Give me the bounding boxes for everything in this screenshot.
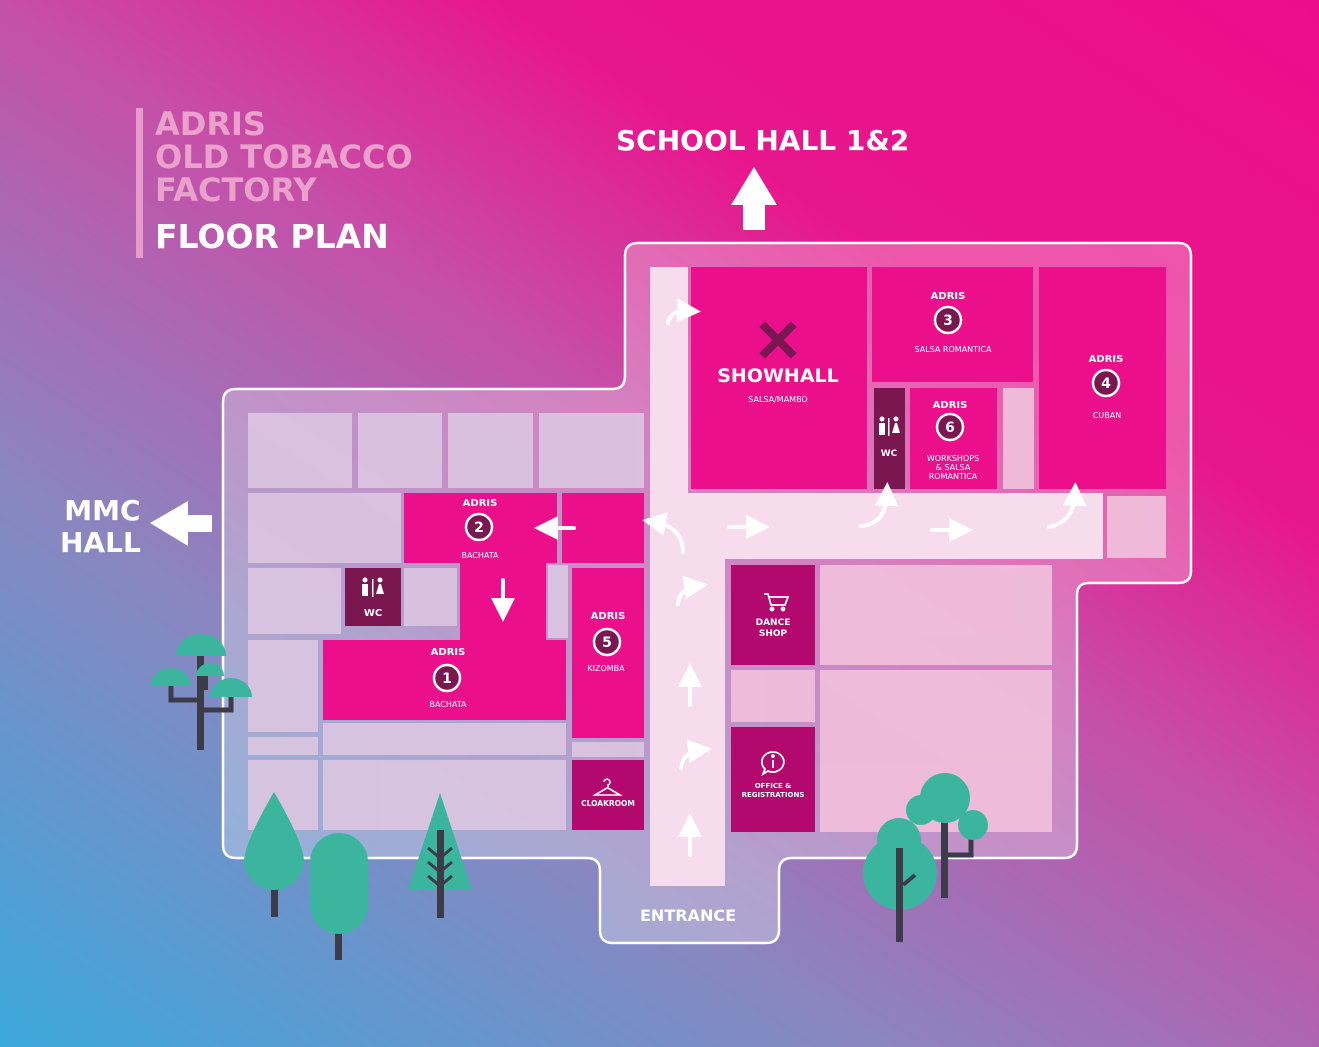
room-1-style: BACHATA xyxy=(429,700,467,709)
room-1-venue: ADRIS xyxy=(431,647,466,658)
title-accent-bar xyxy=(136,108,143,258)
office-label-1: OFFICE & xyxy=(755,782,792,790)
cart-icon xyxy=(764,593,790,612)
room-6-style-2: & SALSA xyxy=(936,463,971,472)
room-number-badges xyxy=(432,305,1121,693)
tree-icon xyxy=(244,792,304,917)
dance-shop-room xyxy=(731,565,815,665)
hanger-icon xyxy=(592,778,623,796)
office-room xyxy=(731,727,815,832)
school-hall-label: SCHOOL HALL 1&2 xyxy=(616,124,910,157)
room-labels: SHOWHALL SALSA/MAMBO ADRIS 3 SALSA ROMAN… xyxy=(364,291,1124,925)
venue-title: ADRIS OLD TOBACCO FACTORY xyxy=(155,108,413,207)
title-line-1: ADRIS xyxy=(155,105,266,143)
arrow-north-icon xyxy=(731,167,777,230)
room-4-number: 4 xyxy=(1101,376,1111,392)
room-3-venue: ADRIS xyxy=(931,291,966,302)
tree-icon xyxy=(310,833,368,960)
restroom-icon xyxy=(362,577,384,597)
office-label-2: REGISTRATIONS xyxy=(742,791,805,799)
room-6-style-3: ROMANTICA xyxy=(929,472,978,481)
title-line-2: OLD TOBACCO xyxy=(155,138,413,176)
showhall-title: SHOWHALL xyxy=(717,365,839,387)
tree-icon xyxy=(151,634,252,750)
room-6-number: 6 xyxy=(945,420,955,436)
room-5-style: KIZOMBA xyxy=(587,664,625,673)
tree-icon xyxy=(408,793,472,918)
room-5-venue: ADRIS xyxy=(591,611,626,622)
room-5-number: 5 xyxy=(602,635,612,651)
mmc-hall-line-2: HALL xyxy=(60,526,141,559)
room-3-style: SALSA ROMANTICA xyxy=(915,345,992,354)
room-4-venue: ADRIS xyxy=(1089,354,1124,365)
mmc-hall-label: MMC HALL xyxy=(60,495,141,559)
page-title: FLOOR PLAN xyxy=(155,217,389,256)
direction-arrows xyxy=(491,298,1087,857)
room-6-style-1: WORKSHOPS xyxy=(927,454,979,463)
showhall-subtitle: SALSA/MAMBO xyxy=(748,395,807,404)
service-rooms xyxy=(572,565,815,832)
tree-icon xyxy=(863,773,988,942)
info-icon xyxy=(760,751,785,777)
showhall-x-icon xyxy=(759,321,797,359)
room-2-venue: ADRIS xyxy=(463,498,498,509)
showhall-room xyxy=(691,267,867,489)
arrow-west-icon xyxy=(150,501,212,546)
room-6-venue: ADRIS xyxy=(933,400,968,411)
room-2-number: 2 xyxy=(474,520,484,536)
room-2-style: BACHATA xyxy=(461,551,499,560)
restroom-icon xyxy=(879,416,900,436)
mmc-hall-line-1: MMC xyxy=(64,494,141,527)
room-4-style: CUBAN xyxy=(1093,411,1121,420)
wc-label-west: WC xyxy=(364,608,382,619)
title-line-3: FACTORY xyxy=(155,171,317,209)
wc-room-east xyxy=(874,388,905,489)
entrance-label: ENTRANCE xyxy=(640,906,736,925)
cloakroom-label: CLOAKROOM xyxy=(581,799,635,808)
room-3-number: 3 xyxy=(943,313,953,329)
wc-label-east: WC xyxy=(881,449,898,459)
room-1-number: 1 xyxy=(442,671,452,687)
dance-shop-label-1: DANCE xyxy=(756,618,791,628)
dance-shop-label-2: SHOP xyxy=(759,629,788,639)
